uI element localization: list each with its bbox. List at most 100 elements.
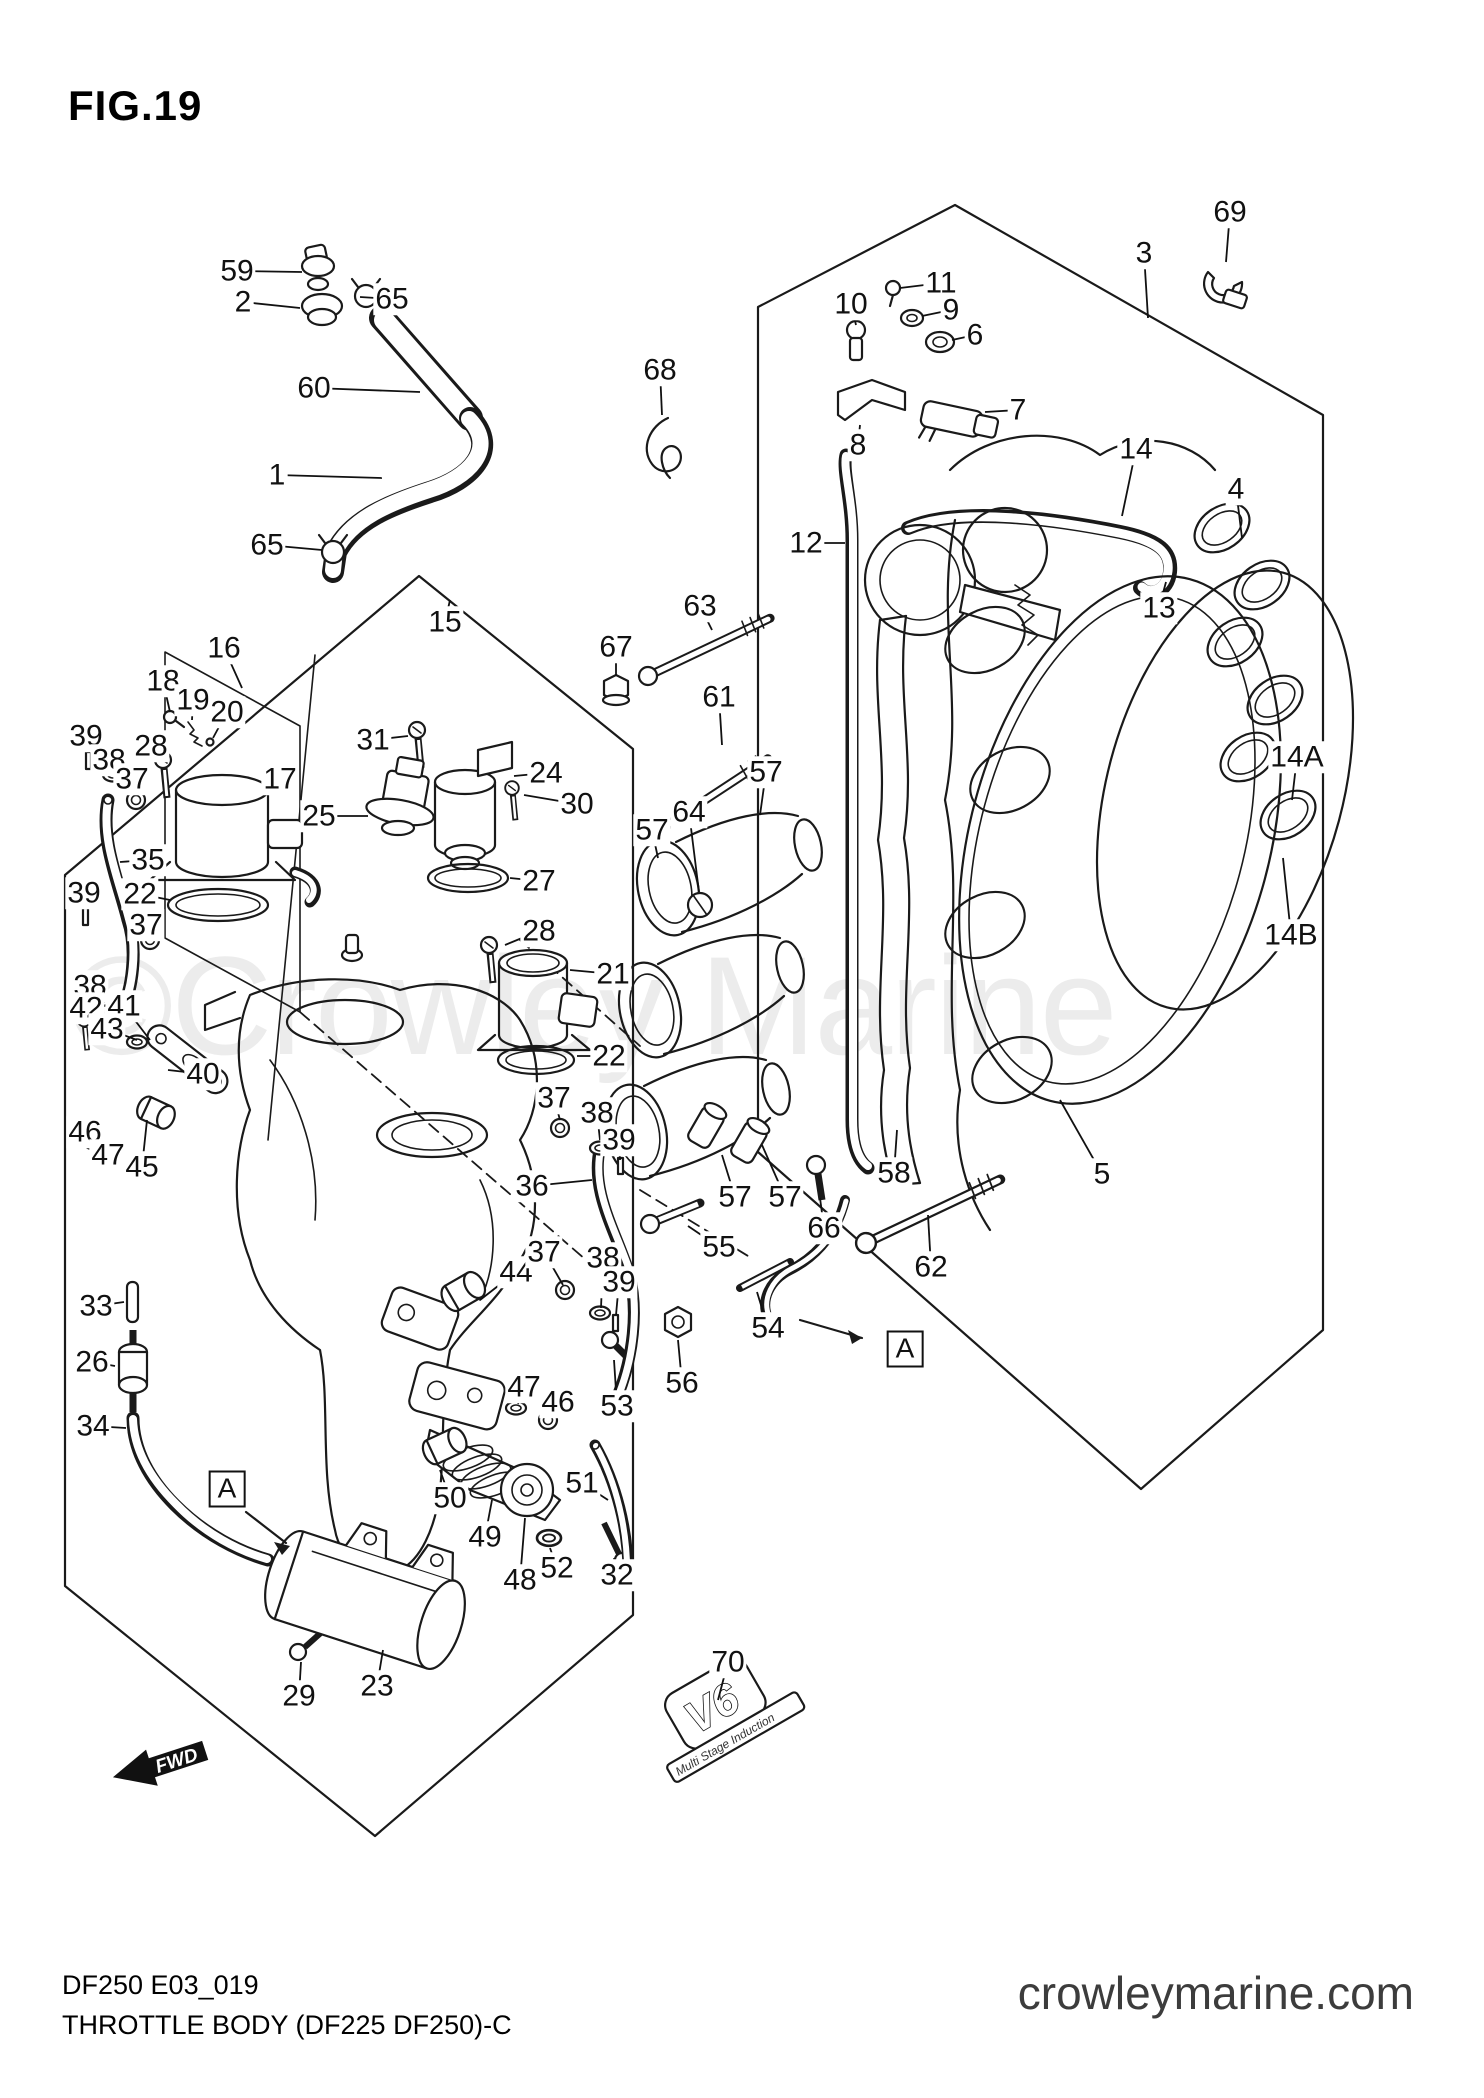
part-callout-13: 13 xyxy=(1140,591,1178,625)
part-callout-63: 63 xyxy=(681,589,719,623)
v6-badge: V6 Multi Stage Induction xyxy=(664,1658,806,1783)
part-callout-1: 1 xyxy=(266,458,288,492)
part-callout-27: 27 xyxy=(520,864,558,898)
right-assembly-box xyxy=(756,203,1325,1491)
part-callout-57: 57 xyxy=(716,1180,754,1214)
part-callout-21: 21 xyxy=(594,957,632,991)
part-callout-55: 55 xyxy=(700,1230,738,1264)
solenoid-valve-group xyxy=(836,279,1000,442)
part-callout-49: 49 xyxy=(466,1520,504,1554)
drawing-code: DF250 E03_019 xyxy=(62,1970,259,2000)
part-callout-54: 54 xyxy=(749,1311,787,1345)
part-callout-66: 66 xyxy=(805,1211,843,1245)
part-callout-15: 15 xyxy=(426,605,464,639)
part-callout-62: 62 xyxy=(912,1250,950,1284)
part-callout-70: 70 xyxy=(709,1645,747,1679)
part-callout-67: 67 xyxy=(597,630,635,664)
throttle-body-upper xyxy=(148,773,321,923)
site-watermark: crowleymarine.com xyxy=(1017,1967,1414,2019)
part-callout-4: 4 xyxy=(1225,472,1247,506)
part-callout-40: 40 xyxy=(184,1057,222,1091)
drain-hose-and-canister xyxy=(117,1280,466,1671)
ref-a-arrow-left xyxy=(244,1510,290,1555)
part-callout-32: 32 xyxy=(598,1558,636,1592)
view-ref-box-A: A xyxy=(208,1470,246,1508)
part-callout-50: 50 xyxy=(431,1481,469,1515)
part-callout-14: 14 xyxy=(1117,432,1155,466)
breather-hose-assembly xyxy=(300,243,494,583)
part-callout-52: 52 xyxy=(538,1551,576,1585)
part-callout-6: 6 xyxy=(964,318,986,352)
part-callout-28: 28 xyxy=(520,914,558,948)
part-callout-37: 37 xyxy=(113,762,151,796)
part-callout-37: 37 xyxy=(525,1235,563,1269)
part-callout-5: 5 xyxy=(1091,1157,1113,1191)
part-callout-56: 56 xyxy=(663,1366,701,1400)
part-callout-46: 46 xyxy=(539,1385,577,1419)
part-callout-25: 25 xyxy=(300,799,338,833)
part-callout-17: 17 xyxy=(261,762,299,796)
part-callout-14A: 14A xyxy=(1268,740,1326,774)
part-callout-36: 36 xyxy=(513,1169,551,1203)
part-callout-12: 12 xyxy=(787,526,825,560)
part-callout-10: 10 xyxy=(832,287,870,321)
drawing-caption: THROTTLE BODY (DF225 DF250)-C xyxy=(62,2010,512,2040)
part-callout-57: 57 xyxy=(747,755,785,789)
part-callout-34: 34 xyxy=(74,1409,112,1443)
part-callout-65: 65 xyxy=(373,282,411,316)
part-callout-30: 30 xyxy=(558,787,596,821)
part-callout-20: 20 xyxy=(208,695,246,729)
part-callout-58: 58 xyxy=(875,1156,913,1190)
part-callout-48: 48 xyxy=(501,1563,539,1597)
sensor-and-iac-valve xyxy=(365,740,514,894)
part-callout-22: 22 xyxy=(590,1039,628,1073)
part-callout-26: 26 xyxy=(73,1345,111,1379)
canister xyxy=(264,1522,466,1671)
part-callout-69: 69 xyxy=(1211,195,1249,229)
part-callout-8: 8 xyxy=(847,428,869,462)
wire-clip xyxy=(645,416,682,480)
part-callout-44: 44 xyxy=(497,1255,535,1289)
part-callout-53: 53 xyxy=(598,1389,636,1423)
part-callout-39: 39 xyxy=(600,1265,638,1299)
part-callout-38: 38 xyxy=(578,1096,616,1130)
part-callout-9: 9 xyxy=(940,293,962,327)
part-callout-23: 23 xyxy=(358,1669,396,1703)
intake-funnels xyxy=(595,811,828,1187)
part-callout-43: 43 xyxy=(88,1012,126,1046)
part-callout-37: 37 xyxy=(535,1081,573,1115)
part-callout-35: 35 xyxy=(129,843,167,877)
part-callout-38: 38 xyxy=(90,743,128,777)
figure-title: FIG.19 xyxy=(68,82,203,129)
part-callout-16: 16 xyxy=(205,631,243,665)
part-callout-37: 37 xyxy=(127,908,165,942)
view-ref-box-A: A xyxy=(886,1330,924,1368)
part-callout-39: 39 xyxy=(600,1123,638,1157)
hose-clip xyxy=(1203,270,1248,310)
part-callout-29: 29 xyxy=(280,1679,318,1713)
part-callout-65: 65 xyxy=(248,528,286,562)
part-callout-7: 7 xyxy=(1007,393,1029,427)
part-callout-3: 3 xyxy=(1133,236,1155,270)
part-callout-39: 39 xyxy=(65,876,103,910)
intake-manifold xyxy=(876,434,1355,1232)
part-callout-64: 64 xyxy=(670,795,708,829)
part-callout-61: 61 xyxy=(700,680,738,714)
part-callout-2: 2 xyxy=(232,285,254,319)
part-callout-22: 22 xyxy=(121,877,159,911)
part-callout-59: 59 xyxy=(218,254,256,288)
part-callout-45: 45 xyxy=(123,1150,161,1184)
fasteners xyxy=(78,610,1001,1662)
part-callout-31: 31 xyxy=(354,723,392,757)
part-callout-14B: 14B xyxy=(1262,918,1320,952)
part-callout-47: 47 xyxy=(505,1370,543,1404)
part-callout-11: 11 xyxy=(923,266,959,300)
part-callout-57: 57 xyxy=(633,813,671,847)
part-callout-18: 18 xyxy=(144,664,182,698)
part-callout-28: 28 xyxy=(132,729,170,763)
part-callout-57: 57 xyxy=(766,1180,804,1214)
part-callout-33: 33 xyxy=(77,1289,115,1323)
